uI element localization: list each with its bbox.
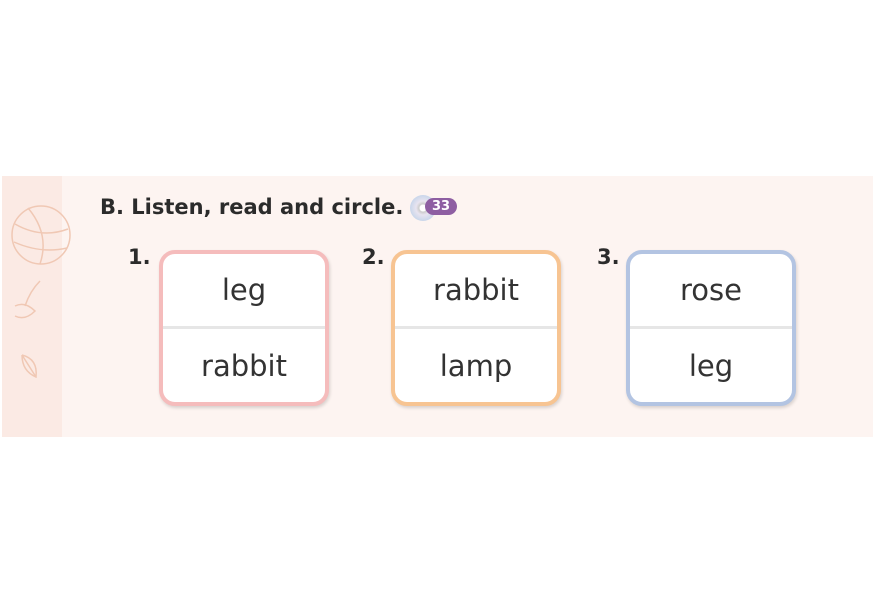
option[interactable]: rabbit xyxy=(201,349,287,383)
option[interactable]: leg xyxy=(163,254,325,329)
item-number: 1. xyxy=(128,245,151,269)
item-number: 2. xyxy=(362,245,385,269)
choice-card-1: leg rabbit xyxy=(159,250,329,406)
decorative-strip xyxy=(2,176,71,437)
leaf-icon xyxy=(21,354,37,379)
option[interactable]: rose xyxy=(630,254,792,329)
option[interactable]: leg xyxy=(688,349,734,383)
basketball-icon xyxy=(11,205,71,265)
audio-track-badge[interactable]: 33 xyxy=(425,198,458,215)
item-number: 3. xyxy=(597,245,620,269)
option[interactable]: rabbit xyxy=(395,254,557,329)
exercise-title: B. Listen, read and circle. xyxy=(100,195,404,219)
option[interactable]: lamp xyxy=(439,349,513,383)
choice-card-2: rabbit lamp xyxy=(391,250,561,406)
flower-icon xyxy=(14,280,41,319)
choice-card-3: rose leg xyxy=(626,250,796,406)
